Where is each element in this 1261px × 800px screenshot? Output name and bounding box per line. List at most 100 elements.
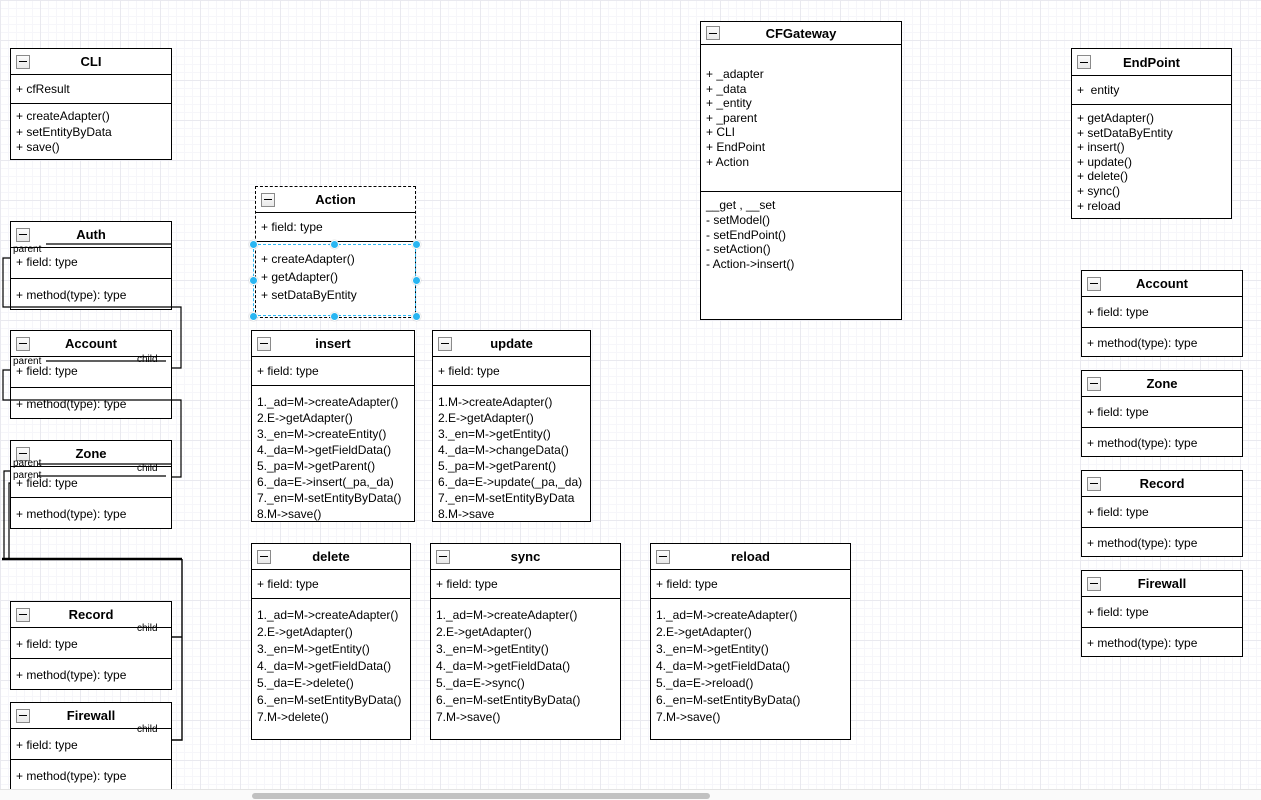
class-titlebar[interactable]: Account bbox=[1082, 271, 1242, 297]
methods-section[interactable]: + createAdapter()+ setEntityByData+ save… bbox=[11, 103, 171, 159]
collapse-icon[interactable] bbox=[16, 54, 30, 69]
methods-section[interactable]: 1._ad=M->createAdapter() 2.E->getAdapter(… bbox=[431, 598, 620, 739]
collapse-icon[interactable] bbox=[1087, 476, 1101, 491]
member-line[interactable]: + method(type): type bbox=[1087, 636, 1198, 650]
class-titlebar[interactable]: insert bbox=[252, 331, 414, 357]
member-line[interactable]: __get , __set bbox=[706, 198, 776, 212]
fields-section[interactable]: + field: type bbox=[11, 628, 171, 658]
member-line[interactable]: + field: type bbox=[16, 637, 78, 651]
member-line[interactable]: 3._en=M->getEntity() bbox=[436, 642, 549, 656]
member-line[interactable]: 1._ad=M->createAdapter() bbox=[436, 608, 578, 622]
member-line[interactable]: - setEndPoint() bbox=[706, 227, 787, 242]
member-line[interactable]: + method(type): type bbox=[1087, 536, 1198, 550]
member-line[interactable]: 5._da=E->sync() bbox=[436, 676, 525, 690]
methods-section[interactable]: + method(type): type bbox=[1082, 627, 1242, 656]
member-line[interactable]: 4._da=M->getFieldData() bbox=[656, 659, 791, 673]
member-line[interactable]: + insert() bbox=[1077, 140, 1125, 155]
methods-section[interactable]: 1._ad=M->createAdapter()2.E->getAdapter(… bbox=[252, 598, 410, 739]
methods-section[interactable]: 1.M->createAdapter()2.E->getAdapter()3._… bbox=[433, 385, 590, 521]
methods-section[interactable]: + method(type): type bbox=[1082, 427, 1242, 456]
member-line[interactable]: 4._da=M->getFieldData() bbox=[257, 443, 392, 457]
member-line[interactable]: + method(type): type bbox=[16, 397, 127, 411]
collapse-icon[interactable] bbox=[1087, 576, 1101, 591]
member-line[interactable]: + _entity bbox=[706, 96, 752, 111]
class-titlebar[interactable]: sync bbox=[431, 544, 620, 570]
class-titlebar[interactable]: CLI bbox=[11, 49, 171, 75]
member-line[interactable]: 5._da=E->reload() bbox=[656, 676, 754, 690]
selection-handle[interactable] bbox=[330, 239, 339, 249]
fields-section[interactable]: + field: type bbox=[651, 570, 850, 598]
member-line[interactable]: + createAdapter() bbox=[16, 109, 110, 123]
collapse-icon[interactable] bbox=[1087, 376, 1101, 391]
member-line[interactable]: 3._en=M->getEntity() bbox=[257, 642, 370, 656]
class-box-account-left[interactable]: Account+ field: type+ method(type): type… bbox=[10, 330, 172, 419]
class-box-sync[interactable]: sync + field: type 1._ad=M->createAdapter(… bbox=[430, 543, 621, 740]
member-line[interactable]: - setModel() bbox=[706, 212, 771, 227]
collapse-icon[interactable] bbox=[257, 549, 271, 564]
fields-section[interactable]: + _adapter+ _data+ _entity+ _parent+ CLI… bbox=[701, 45, 901, 191]
member-line[interactable]: + field: type bbox=[656, 577, 718, 591]
methods-section[interactable]: + method(type): type bbox=[11, 658, 171, 689]
fields-section[interactable]: + entity bbox=[1072, 76, 1231, 104]
class-box-cfgateway[interactable]: CFGateway+ _adapter+ _data+ _entity+ _pa… bbox=[700, 21, 902, 320]
member-line[interactable]: + CLI bbox=[706, 125, 736, 140]
member-line[interactable]: + save() bbox=[16, 140, 60, 154]
class-box-record-right[interactable]: Record+ field: type+ method(type): type bbox=[1081, 470, 1243, 557]
member-line[interactable]: + field: type bbox=[1087, 305, 1149, 319]
fields-section[interactable]: + field: type bbox=[431, 570, 620, 598]
selection-handle[interactable] bbox=[248, 311, 258, 321]
member-line[interactable]: 2.E->getAdapter() bbox=[257, 625, 353, 639]
class-box-zone-right[interactable]: Zone+ field: type+ method(type): type bbox=[1081, 370, 1243, 457]
horizontal-scrollbar-track[interactable] bbox=[0, 789, 1261, 800]
class-box-cli[interactable]: CLI + cfResult + createAdapter()+ setEntit… bbox=[10, 48, 172, 160]
methods-section[interactable]: + method(type): type bbox=[11, 387, 171, 418]
member-line[interactable]: + EndPoint bbox=[706, 139, 766, 154]
member-line[interactable]: + sync() bbox=[1077, 183, 1121, 198]
collapse-icon[interactable] bbox=[257, 336, 271, 351]
class-titlebar[interactable]: Auth bbox=[11, 222, 171, 248]
member-line[interactable]: + field: type bbox=[438, 364, 500, 378]
class-titlebar[interactable]: Firewall bbox=[1082, 571, 1242, 597]
member-line[interactable]: 4._da=M->getFieldData() bbox=[436, 659, 571, 673]
methods-section[interactable]: __get , __set- setModel()- setEndPoint()… bbox=[701, 191, 901, 319]
collapse-icon[interactable] bbox=[16, 708, 30, 723]
member-line[interactable]: 2.E->getAdapter() bbox=[436, 625, 532, 639]
member-line[interactable]: + field: type bbox=[1087, 405, 1149, 419]
class-box-endpoint[interactable]: EndPoint + entity + getAdapter()+ setDataB… bbox=[1071, 48, 1232, 219]
member-line[interactable]: + field: type bbox=[257, 577, 319, 591]
member-line[interactable]: + field: type bbox=[436, 577, 498, 591]
fields-section[interactable]: + field: type bbox=[11, 729, 171, 759]
member-line[interactable]: + field: type bbox=[16, 476, 78, 490]
class-titlebar[interactable]: EndPoint bbox=[1072, 49, 1231, 76]
collapse-icon[interactable] bbox=[706, 26, 720, 40]
methods-section[interactable]: + getAdapter()+ setDataByEntity+ insert(… bbox=[1072, 104, 1231, 218]
member-line[interactable]: + field: type bbox=[16, 738, 78, 752]
member-line[interactable]: 1._ad=M->createAdapter() bbox=[257, 395, 399, 409]
member-line[interactable]: + entity bbox=[1077, 83, 1120, 97]
selection-handle[interactable] bbox=[330, 311, 339, 321]
member-line[interactable]: 2.E->getAdapter() bbox=[656, 625, 752, 639]
methods-section[interactable]: 1._ad=M->createAdapter()2.E->getAdapter(… bbox=[252, 385, 414, 521]
member-line[interactable]: 3._en=M->getEntity() bbox=[438, 427, 551, 441]
selection-handle[interactable] bbox=[411, 239, 421, 249]
member-line[interactable]: 7._en=M-setEntityByData() bbox=[257, 491, 402, 505]
member-line[interactable]: + cfResult bbox=[16, 82, 70, 96]
selection-handle[interactable] bbox=[411, 275, 421, 285]
member-line[interactable]: 5._da=E->delete() bbox=[257, 676, 354, 690]
member-line[interactable]: + field: type bbox=[16, 255, 78, 269]
collapse-icon[interactable] bbox=[436, 549, 450, 564]
collapse-icon[interactable] bbox=[261, 192, 275, 207]
member-line[interactable]: + field: type bbox=[1087, 605, 1149, 619]
member-line[interactable]: 8.M->save() bbox=[257, 507, 322, 521]
collapse-icon[interactable] bbox=[16, 336, 30, 351]
methods-section[interactable]: 1._ad=M->createAdapter() 2.E->getAdapter(… bbox=[651, 598, 850, 739]
member-line[interactable]: 1._ad=M->createAdapter() bbox=[656, 608, 798, 622]
member-line[interactable]: 7._en=M-setEntityByData bbox=[438, 491, 575, 505]
